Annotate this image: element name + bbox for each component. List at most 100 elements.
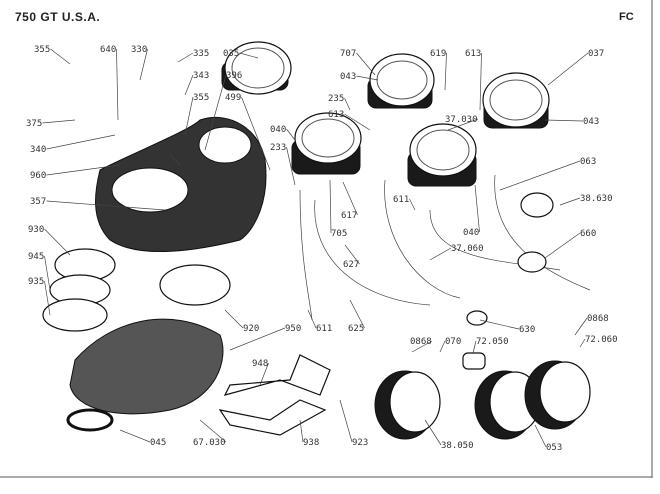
part-number-label: 72.050 (476, 337, 509, 347)
leader-line (344, 97, 351, 111)
part-number-label: 0868 (410, 337, 432, 347)
gauge-040 (291, 112, 362, 175)
part-number-label: 340 (30, 145, 46, 155)
part-number-label: 945 (28, 252, 44, 262)
leader-line (286, 128, 296, 141)
ring-935 (42, 298, 108, 332)
seal-630 (466, 310, 488, 326)
leader-line (499, 160, 581, 191)
leader-line (259, 362, 269, 386)
part-number-label: 938 (303, 438, 319, 448)
drive-38-630 (520, 192, 554, 218)
part-number-label: 053 (546, 443, 562, 453)
leader-line (444, 52, 447, 91)
part-number-label: 235 (328, 94, 344, 104)
gauge-707 (367, 53, 435, 109)
leader-line (119, 429, 151, 443)
part-number-label: 330 (131, 45, 147, 55)
spacer-72-050 (462, 352, 486, 370)
section-code: FC (619, 11, 634, 23)
part-number-label: 630 (519, 325, 535, 335)
part-number-label: 930 (28, 225, 44, 235)
part-number-label: 035 (223, 49, 239, 59)
leader-line (184, 96, 194, 136)
bracket-938 (218, 399, 327, 436)
part-number-label: 355 (34, 45, 50, 55)
leader-line (574, 317, 588, 336)
part-number-label: 67.030 (193, 438, 226, 448)
leader-line (547, 52, 589, 86)
leader-line (356, 52, 376, 76)
part-number-label: 343 (193, 71, 209, 81)
part-number-label: 396 (226, 71, 242, 81)
part-number-label: 0868 (587, 314, 609, 324)
lower-tray-950 (69, 318, 224, 415)
leader-line (559, 197, 581, 206)
page-title: 750 GT U.S.A. (15, 10, 101, 24)
part-number-label: 617 (341, 211, 357, 221)
leader-line (286, 146, 296, 186)
leader-line (229, 327, 286, 351)
leader-line (474, 184, 480, 233)
part-number-label: 923 (352, 438, 368, 448)
leader-line (139, 48, 148, 81)
part-number-label: 335 (193, 49, 209, 59)
headlamp-instrument-housing (95, 116, 267, 253)
leader-line (479, 52, 482, 111)
leader-line (46, 200, 166, 211)
part-number-label: 040 (463, 228, 479, 238)
leader-line (579, 338, 586, 348)
part-number-label: 043 (583, 117, 599, 127)
leader-line (339, 399, 353, 443)
part-number-label: 950 (285, 324, 301, 334)
part-number-label: 38.630 (580, 194, 613, 204)
leader-line (169, 153, 181, 166)
leader-line (544, 232, 581, 259)
leader-line (307, 309, 317, 329)
part-number-label: 660 (580, 229, 596, 239)
leader-line (50, 48, 71, 65)
leader-line (344, 244, 360, 265)
leader-line (184, 74, 194, 96)
part-number-label: 375 (26, 119, 42, 129)
leader-line (411, 340, 433, 353)
part-number-label: 37.060 (451, 244, 484, 254)
leader-line (349, 299, 365, 329)
part-number-label: 045 (150, 438, 166, 448)
part-number-label: 619 (430, 49, 446, 59)
leader-line (439, 340, 446, 353)
bracket-920 (159, 264, 231, 306)
part-number-label: 611 (316, 324, 332, 334)
leader-line (44, 228, 71, 256)
leader-line (424, 419, 442, 446)
leader-line (204, 74, 227, 151)
horn-053-b (524, 360, 591, 430)
part-number-label: 72.060 (585, 335, 618, 345)
leader-line (447, 118, 479, 131)
part-number-label: 935 (28, 277, 44, 287)
part-number-label: 356 (153, 150, 169, 160)
drive-660 (517, 251, 547, 273)
leader-line (409, 198, 416, 211)
leader-line (44, 280, 51, 316)
leader-line (356, 75, 379, 81)
leader-line (199, 419, 227, 443)
leader-line (42, 119, 76, 124)
leader-line (344, 113, 371, 131)
part-number-label: 948 (252, 359, 268, 369)
part-number-label: 063 (580, 157, 596, 167)
leader-line (342, 181, 358, 216)
leader-line (472, 340, 477, 354)
leader-line (116, 48, 119, 121)
leader-line (241, 96, 271, 171)
leader-line (534, 424, 547, 448)
part-number-label: 960 (30, 171, 46, 181)
leader-line (544, 119, 584, 122)
part-number-label: 38.050 (441, 441, 474, 451)
leader-line (299, 419, 304, 443)
part-number-label: 040 (270, 125, 286, 135)
part-number-label: 070 (445, 337, 461, 347)
gauge-37-030 (407, 123, 477, 187)
leader-line (479, 319, 520, 330)
